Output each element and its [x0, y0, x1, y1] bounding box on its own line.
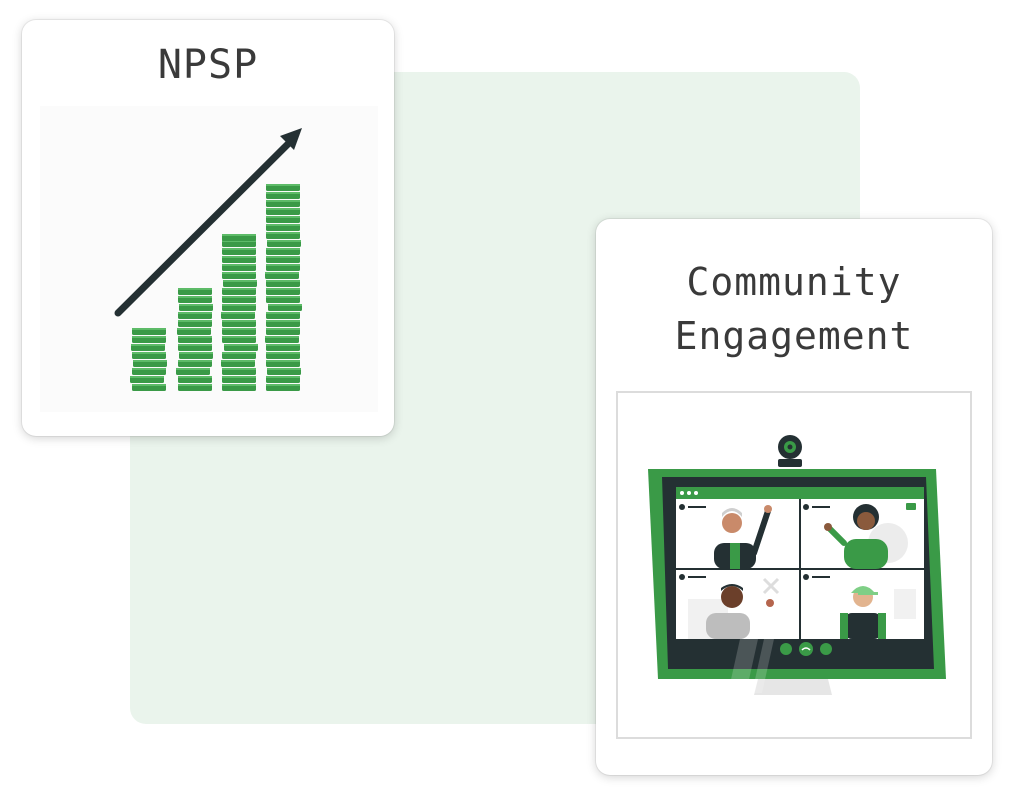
title-line-2: Engagement [674, 314, 914, 358]
title-line-1: Community [686, 260, 902, 304]
npsp-card: NPSP [22, 20, 394, 436]
webcam-icon [778, 435, 802, 467]
coin-stacks-chart-icon [114, 128, 302, 391]
growth-arrow-icon [114, 128, 302, 317]
coin-stack-4 [265, 184, 302, 391]
video-call-tablet-icon [648, 435, 946, 695]
coin-stack-1 [130, 328, 167, 391]
participant-2 [803, 503, 916, 569]
participant-3 [679, 574, 780, 639]
coin-stack-3 [221, 234, 258, 391]
video-conference-illustration [616, 391, 972, 739]
community-engagement-card: Community Engagement [596, 219, 992, 775]
call-controls [780, 642, 832, 656]
coin-stack-2 [176, 288, 213, 391]
participant-4 [803, 574, 916, 639]
npsp-title: NPSP [157, 42, 259, 88]
participant-1 [679, 504, 772, 569]
community-engagement-title: Community Engagement [596, 255, 992, 363]
growth-chart-illustration [40, 106, 378, 412]
